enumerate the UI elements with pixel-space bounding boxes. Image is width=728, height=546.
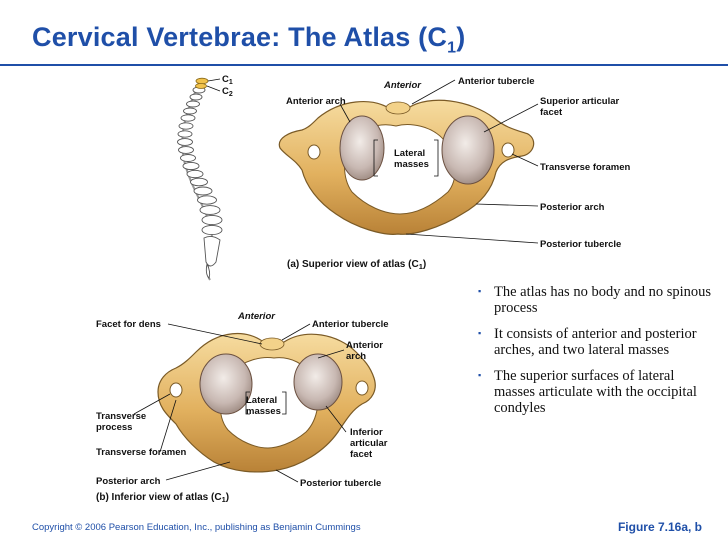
label-a-transverse-foramen: Transverse foramen [540,162,630,173]
label-a-posterior-arch: Posterior arch [540,202,605,213]
copyright-notice: Copyright © 2006 Pearson Education, Inc.… [32,522,361,533]
label-b-lateral-masses-1: Lateral [246,395,277,406]
title-rule [0,64,728,66]
label-b-anterior: Anterior [237,311,276,322]
label-b-inferior-articular-facet-3: facet [350,449,373,460]
label-b-inferior-articular-facet-2: articular [350,438,388,449]
label-b-anterior-arch-1: Anterior [346,340,383,351]
vertebra-stack [177,86,223,279]
label-b-transverse-process-2: process [96,422,132,433]
c2-highlight [195,83,207,89]
bullet-item: It consists of anterior and posterior ar… [478,325,713,358]
slide-title: Cervical Vertebrae: The Atlas (C1) [32,22,465,57]
label-a-posterior-tubercle: Posterior tubercle [540,239,621,250]
label-b-anterior-tubercle: Anterior tubercle [312,319,389,330]
label-a-lateral-masses-1: Lateral [394,148,425,159]
figure-a-leader-lines [339,79,539,244]
figure-b-leader-lines [133,323,347,483]
title-close: ) [456,22,466,52]
label-b-anterior-arch-2: arch [346,351,366,362]
bullet-item: The atlas has no body and no spinous pro… [478,283,713,316]
figure-reference: Figure 7.16a, b [617,520,702,534]
label-a-anterior-tubercle: Anterior tubercle [458,76,535,87]
atlas-superior-view: Anterior Anterior tubercle Anterior arch… [278,76,630,271]
label-a-anterior: Anterior [383,80,422,91]
label-b-posterior-tubercle: Posterior tubercle [300,478,381,489]
label-b-posterior-arch: Posterior arch [96,476,161,487]
label-a-lateral-masses-2: masses [394,159,429,170]
superior-facet-right [441,115,495,185]
inferior-facet-left [199,353,253,415]
label-c2: C2 [222,86,233,98]
label-b-transverse-process-1: Transverse [96,411,146,422]
c1-highlight [195,77,209,85]
label-a-superior-articular-facet-1: Superior articular [540,96,619,107]
superior-facet-left [339,115,385,181]
inferior-facet-right [293,353,343,411]
label-b-facet-for-dens: Facet for dens [96,319,161,330]
title-text: Cervical Vertebrae: The Atlas (C [32,22,448,52]
label-c1: C1 [222,74,233,86]
label-b-transverse-foramen: Transverse foramen [96,447,186,458]
title-subscript: 1 [447,39,457,57]
label-a-anterior-arch: Anterior arch [286,96,346,107]
vertebral-column-illustration: C1 C2 [177,74,233,281]
bullet-item: The superior surfaces of lateral masses … [478,367,713,416]
label-a-superior-articular-facet-2: facet [540,107,563,118]
atlas-inferior-view: Anterior Facet for dens Anterior tubercl… [96,311,389,504]
label-b-inferior-articular-facet-1: Inferior [350,427,383,438]
caption-a: (a) Superior view of atlas (C1) [287,259,426,271]
label-b-lateral-masses-2: masses [246,406,281,417]
bullet-list: The atlas has no body and no spinous pro… [478,283,713,426]
caption-b: (b) Inferior view of atlas (C1) [96,492,229,504]
